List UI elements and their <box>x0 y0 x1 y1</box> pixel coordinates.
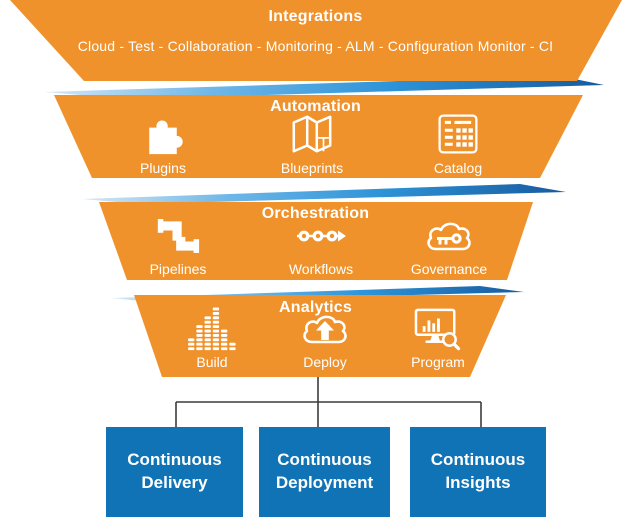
workflows-icon <box>294 214 348 258</box>
ribbon-2 <box>82 184 566 204</box>
analytics-title: Analytics <box>279 299 352 316</box>
integrations-band <box>10 0 622 81</box>
orchestration-item-pipelines: Pipelines <box>118 214 238 277</box>
analytics-item-program: Program <box>378 307 498 370</box>
integrations-title: Integrations <box>268 8 363 25</box>
program-icon <box>413 307 463 351</box>
icon-label: Governance <box>410 261 488 277</box>
icon-label: Plugins <box>140 160 186 176</box>
automation-item-blueprints: Blueprints <box>252 111 372 176</box>
icon-label: Catalog <box>433 160 483 176</box>
continuous-deployment-box: Continuous Deployment <box>259 427 390 517</box>
orchestration-item-workflows: Workflows <box>261 214 381 277</box>
automation-item-plugins: Plugins <box>103 111 223 176</box>
deploy-icon <box>299 307 351 351</box>
analytics-item-build: Build <box>152 307 272 370</box>
pipelines-icon <box>156 214 200 258</box>
orchestration-title: Orchestration <box>261 205 370 222</box>
automation-item-catalog: Catalog <box>398 111 518 176</box>
icon-label: Pipelines <box>149 261 207 277</box>
continuous-delivery-box: Continuous Delivery <box>106 427 243 517</box>
icon-label: Program <box>411 354 465 370</box>
icon-label: Deploy <box>303 354 347 370</box>
governance-icon <box>423 214 475 258</box>
icon-label: Blueprints <box>280 160 344 176</box>
analytics-band <box>134 295 506 377</box>
analytics-item-deploy: Deploy <box>265 307 385 370</box>
orchestration-item-governance: Governance <box>389 214 509 277</box>
blueprints-icon <box>289 111 335 157</box>
ribbon-1 <box>44 76 604 99</box>
build-icon <box>186 307 238 351</box>
automation-title: Automation <box>270 98 361 115</box>
plugins-icon <box>141 111 185 157</box>
catalog-icon <box>437 111 479 157</box>
integrations-subtitle: Cloud - Test - Collaboration - Monitorin… <box>77 38 554 54</box>
icon-label: Workflows <box>288 261 354 277</box>
icon-label: Build <box>196 354 228 370</box>
continuous-insights-box: Continuous Insights <box>410 427 546 517</box>
connector-lines <box>175 377 482 428</box>
